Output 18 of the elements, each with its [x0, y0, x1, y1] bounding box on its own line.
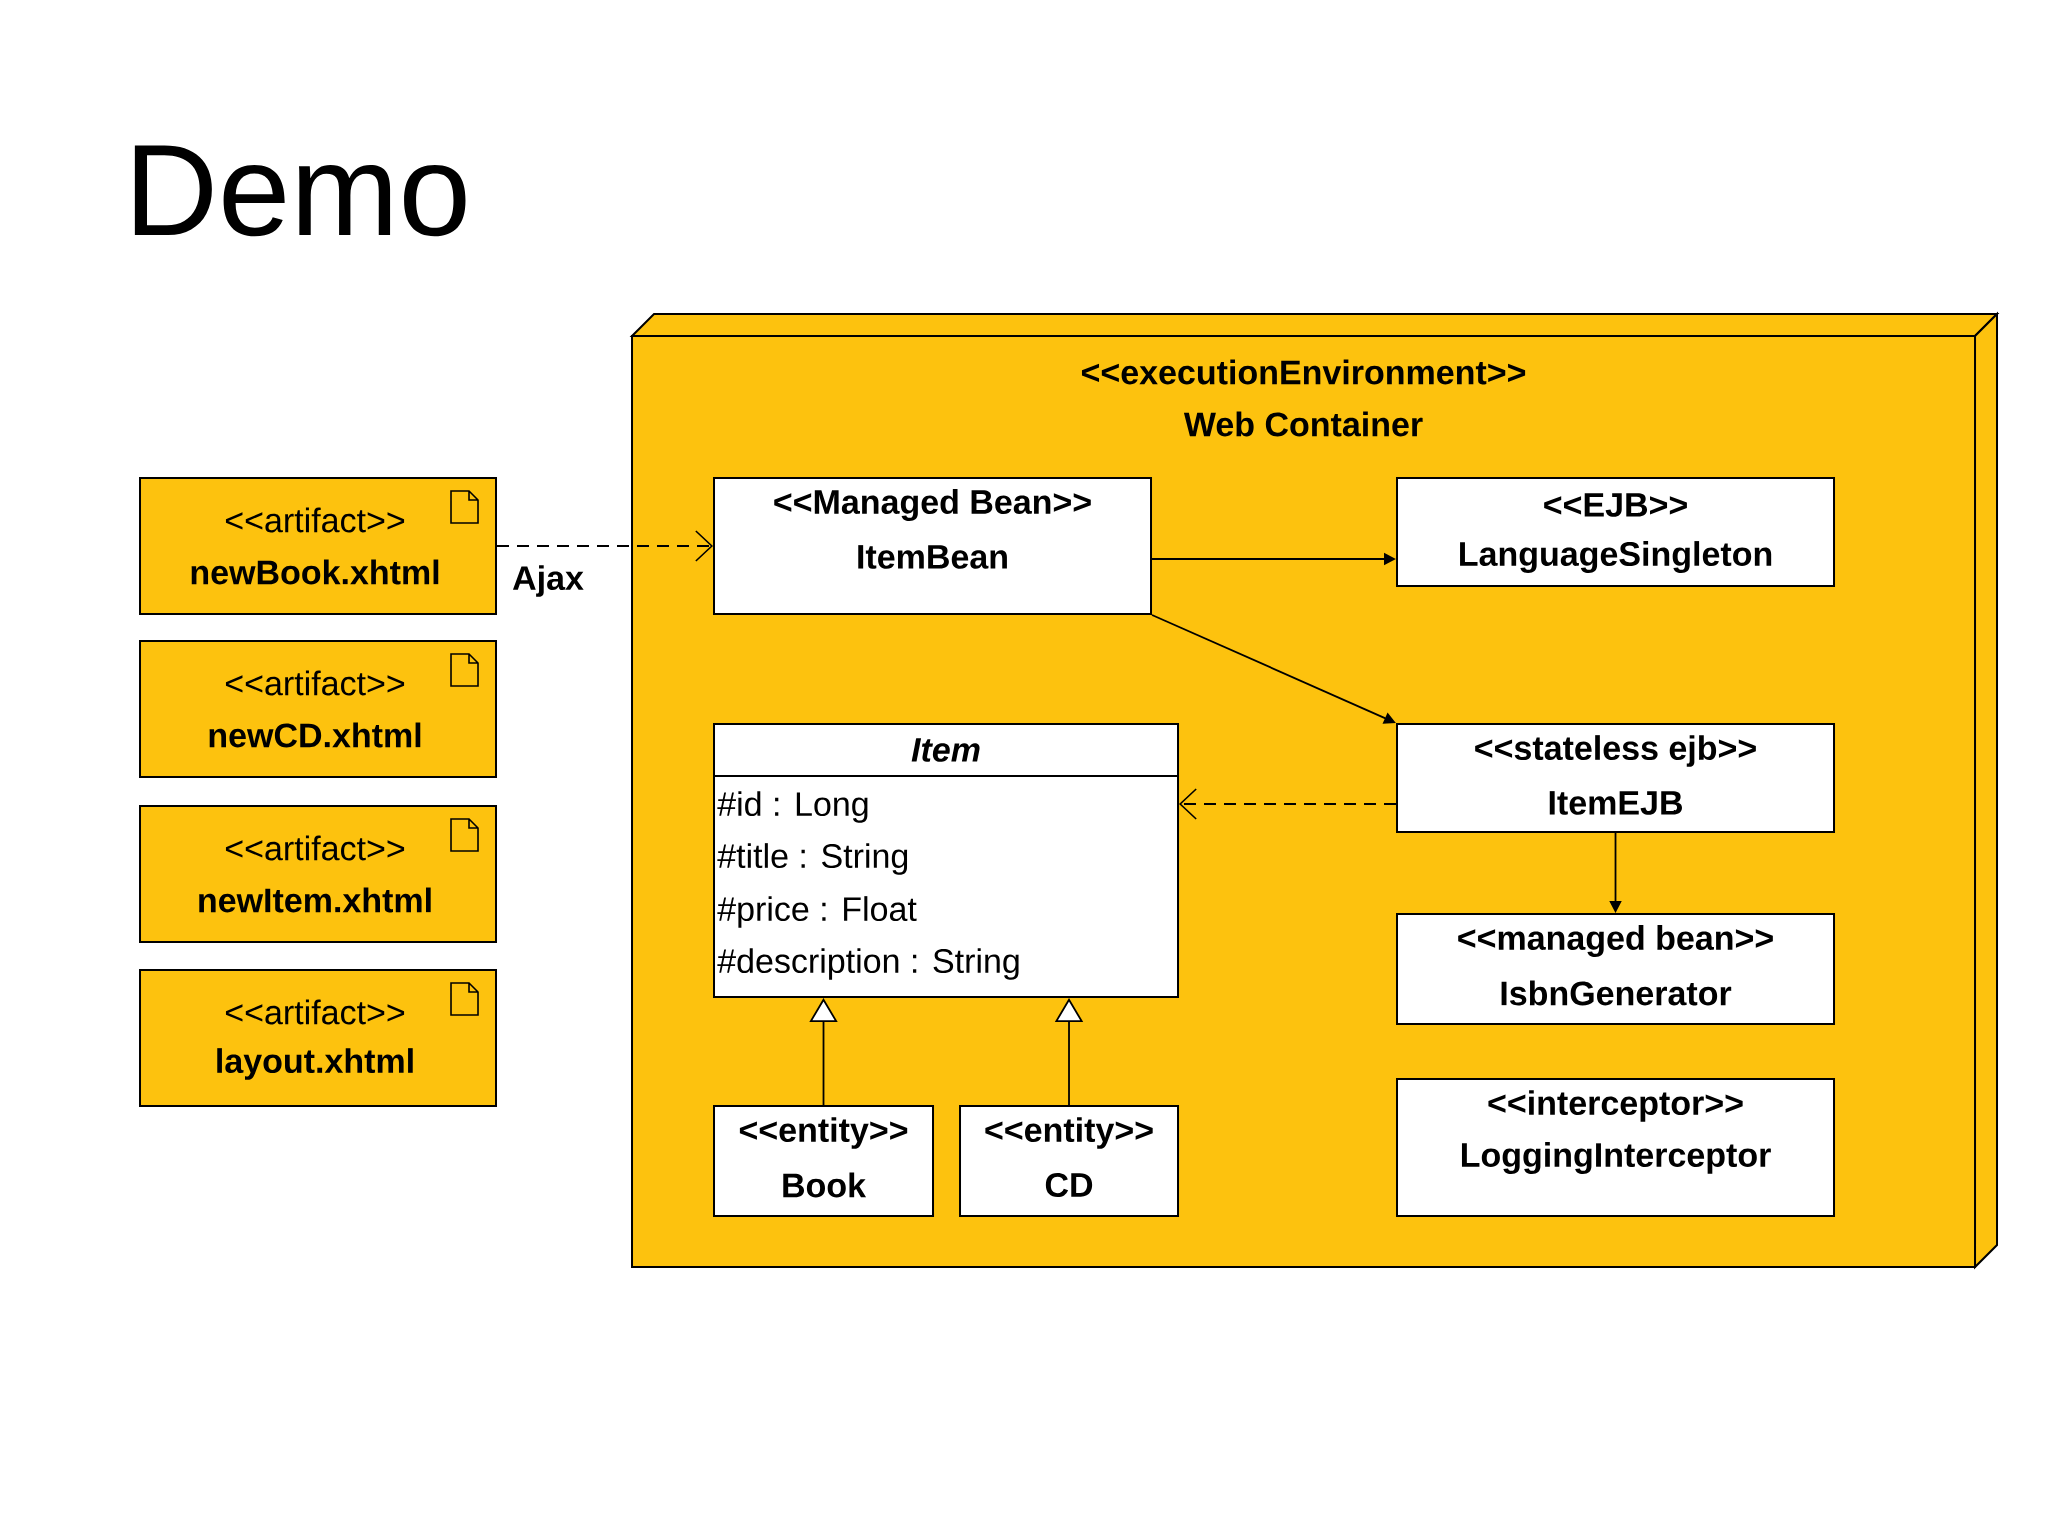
component-box: <<entity>> Book	[713, 1105, 934, 1217]
artifact-box: <<artifact>> newItem.xhtml	[139, 805, 497, 943]
artifact-box: <<artifact>> layout.xhtml	[139, 969, 497, 1107]
component-box: <<EJB>> LanguageSingleton	[1396, 477, 1835, 587]
class-box: Item #id : Long #title : String #price : Float #description : String	[713, 723, 1179, 998]
component-box: <<entity>> CD	[959, 1105, 1179, 1217]
component-box: <<managed bean>> IsbnGenerator	[1396, 913, 1835, 1025]
component-box: <<stateless ejb>> ItemEJB	[1396, 723, 1835, 833]
component-box: <<Managed Bean>> ItemBean	[713, 477, 1152, 615]
arrow	[1151, 614, 1396, 724]
title: Demo	[134, 145, 466, 237]
artifact-box: <<artifact>> newBook.xhtml	[139, 477, 497, 615]
arrow	[1179, 788, 1397, 820]
component-box: <<interceptor>> LoggingInterceptor	[1396, 1078, 1835, 1217]
arrow	[496, 530, 713, 562]
arrow	[809, 998, 838, 1106]
artifact-box: <<artifact>> newCD.xhtml	[139, 640, 497, 778]
edge-label: Ajax	[510, 563, 586, 599]
